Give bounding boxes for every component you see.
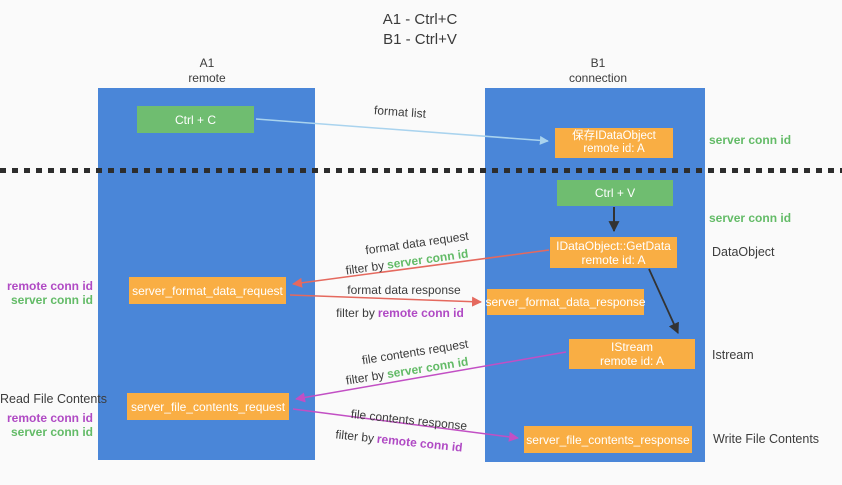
remote-conn-id-key: remote conn id xyxy=(377,306,464,320)
node-istream-line1: IStream xyxy=(610,340,653,354)
filter-by-prefix: filter by xyxy=(336,306,375,320)
machine-boundary-dotted-line xyxy=(0,168,842,173)
node-idataobject-getdata: IDataObject::GetData remote id: A xyxy=(550,237,677,268)
node-server-file-contents-response-label: server_file_contents_response xyxy=(526,432,690,447)
node-ctrl-c-label: Ctrl + C xyxy=(174,112,216,127)
node-server-file-contents-request: server_file_contents_request xyxy=(127,393,289,420)
node-idataobject-getdata-line2: remote id: A xyxy=(581,252,646,267)
node-istream: IStream remote id: A xyxy=(569,339,695,369)
edge-label-format-data-response: format data response xyxy=(347,283,461,297)
node-ctrl-c: Ctrl + C xyxy=(137,106,254,133)
node-save-dataobject-line2: remote id: A xyxy=(583,143,645,155)
filter-by-prefix: filter by xyxy=(344,258,386,278)
edge-label-file-contents-response: file contents response xyxy=(350,406,468,434)
filter-by-prefix: filter by xyxy=(334,427,375,446)
column-header-a1: A1 remote xyxy=(157,56,257,86)
node-save-dataobject: 保存IDataObject remote id: A xyxy=(555,128,673,158)
annotation-istream: Istream xyxy=(712,348,754,362)
annotation-write-file-contents: Write File Contents xyxy=(713,432,820,446)
diagram-title: A1 - Ctrl+C B1 - Ctrl+V xyxy=(300,10,540,50)
node-server-format-data-request: server_format_data_request xyxy=(129,277,286,304)
column-a1-subtitle: remote xyxy=(188,71,226,85)
column-b1-subtitle: connection xyxy=(568,71,628,85)
column-header-b1: B1 connection xyxy=(548,56,648,86)
annotation-remote-conn-id-mid: remote conn id xyxy=(6,279,93,293)
filter-by-prefix: filter by xyxy=(344,367,386,388)
title-line-1: A1 - Ctrl+C xyxy=(382,11,458,28)
node-server-format-data-response-label: server_format_data_response xyxy=(485,295,646,309)
annotation-remote-conn-id-bottom: remote conn id xyxy=(6,411,93,425)
column-a1-name: A1 xyxy=(199,56,215,70)
node-server-file-contents-request-label: server_file_contents_request xyxy=(130,399,286,414)
annotation-server-conn-id-mid: server conn id xyxy=(709,211,792,225)
annotation-server-conn-id-left-mid: server conn id xyxy=(10,293,93,307)
annotation-dataobject: DataObject xyxy=(712,245,775,259)
title-line-2: B1 - Ctrl+V xyxy=(383,31,457,48)
node-idataobject-getdata-line1: IDataObject::GetData xyxy=(556,238,671,253)
column-b1-name: B1 xyxy=(590,56,606,70)
node-server-file-contents-response: server_file_contents_response xyxy=(524,426,692,453)
edge-label-format-list: format list xyxy=(373,103,427,121)
node-server-format-data-request-label: server_format_data_request xyxy=(132,283,283,298)
annotation-read-file-contents: Read File Contents xyxy=(0,392,108,406)
annotation-server-conn-id-top: server conn id xyxy=(709,133,792,147)
remote-conn-id-key: remote conn id xyxy=(376,431,464,455)
node-ctrl-v: Ctrl + V xyxy=(557,180,673,206)
node-ctrl-v-label: Ctrl + V xyxy=(594,186,636,200)
node-server-format-data-response: server_format_data_response xyxy=(485,289,646,315)
annotation-server-conn-id-left-bottom: server conn id xyxy=(10,425,93,439)
node-save-dataobject-line1: 保存IDataObject xyxy=(572,130,656,142)
node-istream-line2: remote id: A xyxy=(599,354,665,368)
